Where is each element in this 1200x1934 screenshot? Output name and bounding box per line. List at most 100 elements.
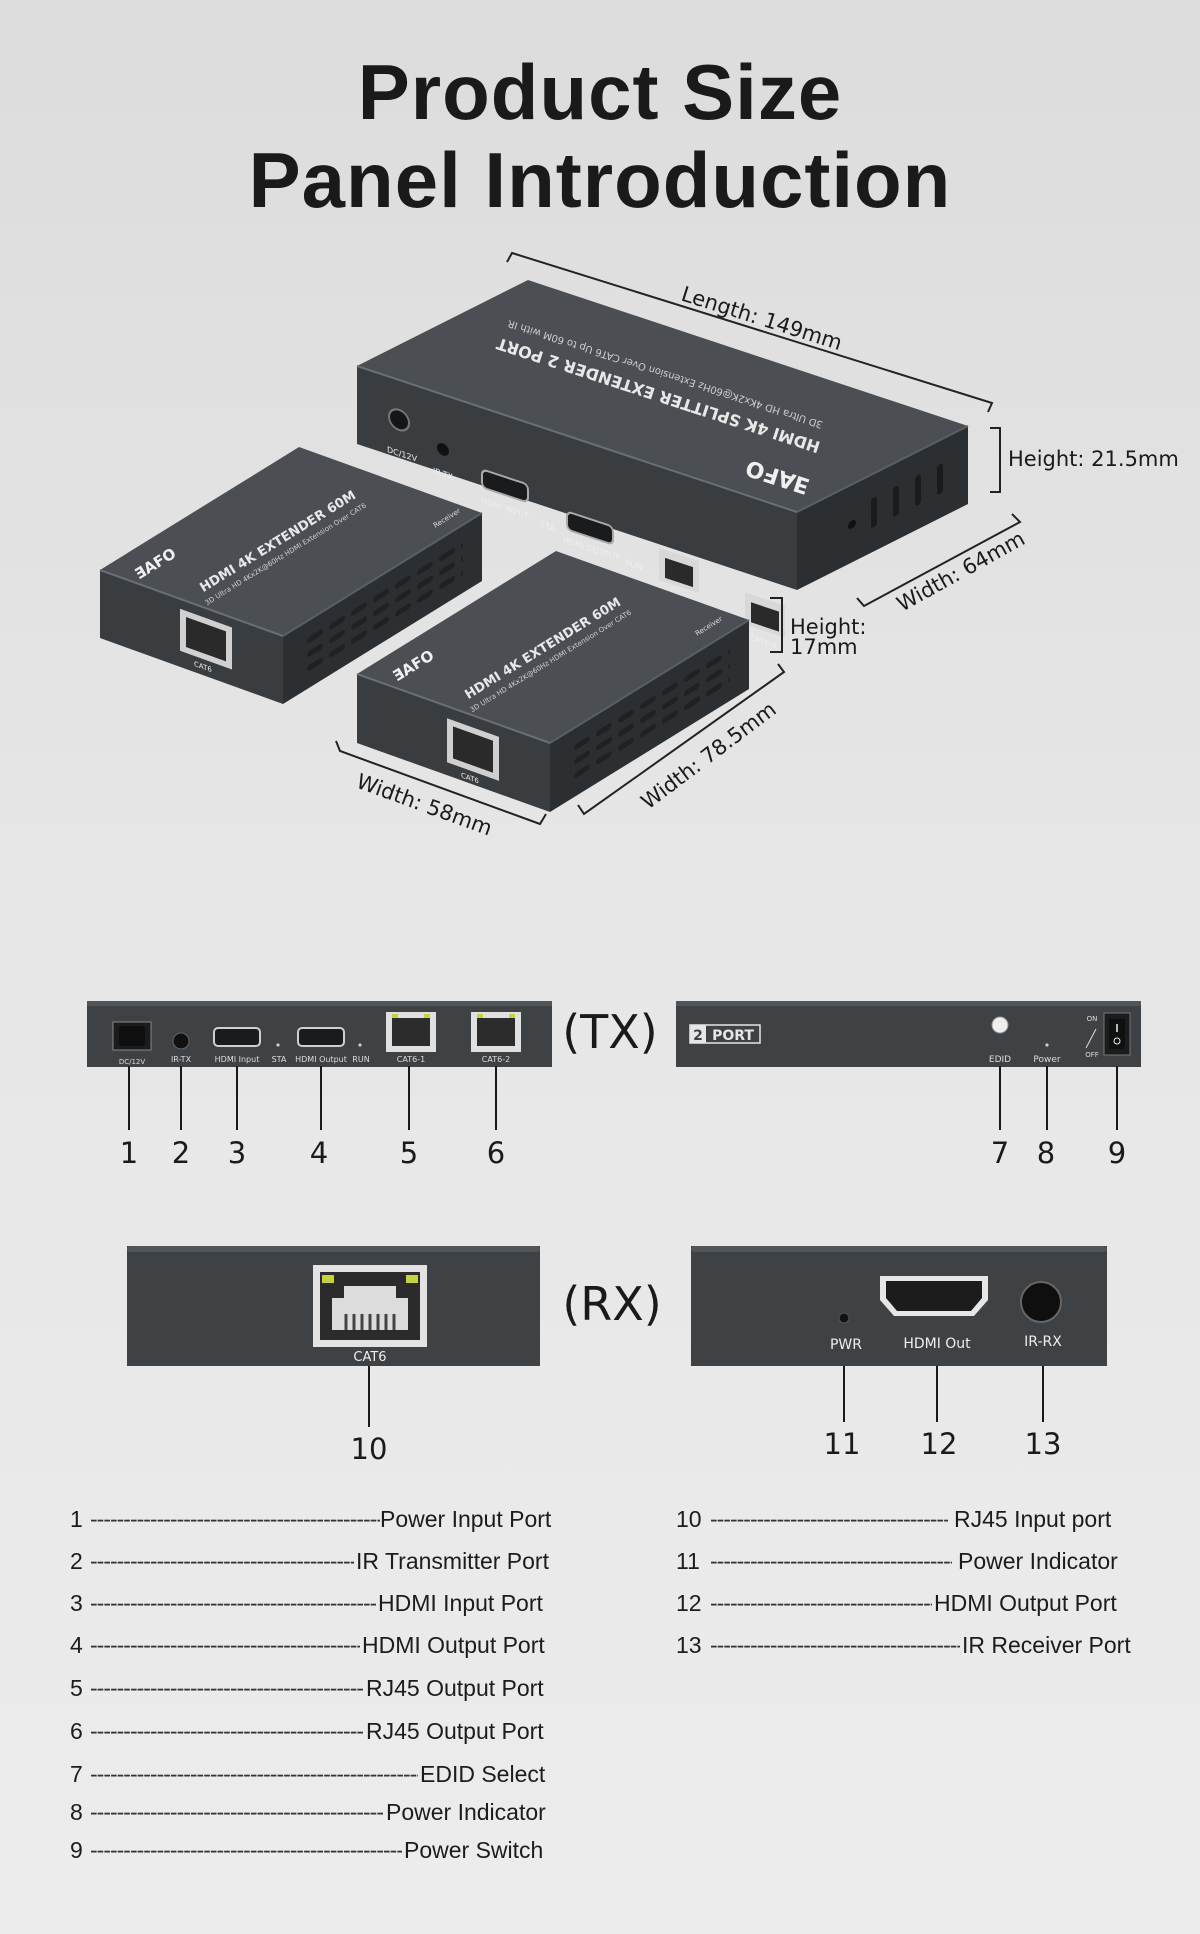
callout-12: 12 xyxy=(921,1427,958,1461)
legend-label: HDMI Output Port xyxy=(362,1632,545,1658)
dc-power-port[interactable] xyxy=(119,1026,145,1046)
legend-leader: ----------------------------------------… xyxy=(90,1761,418,1787)
tx-front-irtx-label: IR-TX xyxy=(171,1055,192,1064)
legend-label: RJ45 Input port xyxy=(954,1506,1112,1532)
power-label: Power xyxy=(1033,1055,1061,1065)
legend-num: 9 xyxy=(70,1837,83,1863)
legend-row: 4---------------------------------------… xyxy=(70,1632,560,1662)
callout-7: 7 xyxy=(991,1136,1009,1170)
rx-device-b: HDMI 4K EXTENDER 60M 3D Ultra HD 4Kx2K@6… xyxy=(356,551,750,812)
tx-height-label: Height: 21.5mm xyxy=(1008,447,1179,471)
sta-led xyxy=(276,1043,280,1047)
tx-back-callout-lines xyxy=(999,1066,1118,1130)
rx-dimension-lines xyxy=(335,597,786,826)
tx-front-hdmi-in-label: HDMI Input xyxy=(215,1055,260,1064)
legend-row: 11 --------------------------------------… xyxy=(676,1548,1136,1578)
tx-iso-cat2: CAT6-2 xyxy=(749,632,777,651)
legend-row: 13 --------------------------------------… xyxy=(676,1632,1136,1662)
callout-4: 4 xyxy=(310,1136,328,1170)
legend-leader: ----------------------------------------… xyxy=(710,1590,932,1616)
legend-num: 11 xyxy=(676,1548,700,1574)
tx-width-label: Width: 64mm xyxy=(893,526,1029,616)
port-badge-num: 2 xyxy=(693,1028,703,1044)
legend-leader: ----------------------------------------… xyxy=(90,1718,364,1744)
tx-front-hdmi-out-label: HDMI Output xyxy=(295,1055,347,1064)
product-illustration: HDMI 4K SPLITTER EXTENDER 2 PORT 3D Ultr… xyxy=(99,251,1179,840)
legend-leader: ----------------------------------------… xyxy=(90,1548,354,1574)
rx-back-irrx-label: IR-RX xyxy=(1024,1334,1062,1350)
legend-num: 10 xyxy=(676,1506,702,1532)
legend-row: 2---------------------------------------… xyxy=(70,1548,560,1578)
legend-row: 7 ---------------------------------------… xyxy=(70,1761,560,1791)
tx-front-panel: DC/12V IR-TX HDMI Input STA HDMI Output … xyxy=(87,1001,552,1067)
legend-row: 5 ---------------------------------------… xyxy=(70,1675,560,1705)
legend-leader: ----------------------------------------… xyxy=(90,1837,402,1863)
legend-leader: ----------------------------------------… xyxy=(90,1799,384,1825)
rx-front-panel: CAT6 xyxy=(127,1246,540,1366)
legend-label: RJ45 Output Port xyxy=(366,1718,544,1744)
run-led xyxy=(358,1043,362,1047)
legend-leader: ----------------------------------------… xyxy=(90,1675,364,1701)
tx-front-callout-lines xyxy=(128,1066,497,1130)
pwr-led xyxy=(838,1312,850,1324)
ir-rx-port[interactable] xyxy=(1020,1281,1062,1323)
legend-row: 6 ---------------------------------------… xyxy=(70,1718,560,1748)
callout-1: 1 xyxy=(120,1136,138,1170)
rx-back-callout-lines xyxy=(843,1366,1044,1422)
tx-back-panel: 2 PORT EDID Power ON OFF xyxy=(676,1001,1141,1067)
legend-row: 3 ---------------------------------------… xyxy=(70,1590,560,1620)
callout-9: 9 xyxy=(1108,1136,1126,1170)
legend-num: 13 xyxy=(676,1632,702,1658)
legend-num: 7 xyxy=(70,1761,83,1787)
power-led xyxy=(1045,1043,1049,1047)
edid-button[interactable] xyxy=(991,1016,1009,1034)
callout-10: 10 xyxy=(351,1432,388,1466)
legend-label: Power Input Port xyxy=(380,1506,552,1532)
legend-row: 8 ---------------------------------------… xyxy=(70,1799,560,1829)
ir-tx-port[interactable] xyxy=(172,1032,190,1050)
page-title-line1: Product Size xyxy=(357,48,843,136)
rx-height-label-2: 17mm xyxy=(790,635,858,659)
hdmi-input-port[interactable] xyxy=(213,1027,261,1047)
switch-off-label: OFF xyxy=(1085,1051,1099,1059)
tx-front-cat2-label: CAT6-2 xyxy=(482,1055,510,1064)
legend-row: 10--------------------------------------… xyxy=(676,1506,1136,1536)
legend-label: RJ45 Output Port xyxy=(366,1675,544,1701)
callout-2: 2 xyxy=(172,1136,190,1170)
tx-front-cat1-label: CAT6-1 xyxy=(397,1055,425,1064)
legend-label: Power Indicator xyxy=(958,1548,1118,1574)
legend-leader: ----------------------------------------… xyxy=(90,1632,360,1658)
legend-num: 6 xyxy=(70,1718,83,1744)
tx-iso-run: RUN xyxy=(625,557,642,572)
callout-6: 6 xyxy=(487,1136,505,1170)
rx-back-pwr-label: PWR xyxy=(830,1337,862,1353)
legend-label: HDMI Input Port xyxy=(378,1590,543,1616)
rx-back-panel: PWR HDMI Out IR-RX xyxy=(691,1246,1107,1366)
legend-row: 1---------------------------------------… xyxy=(70,1506,560,1536)
callout-5: 5 xyxy=(400,1136,418,1170)
rx-back-hdmi-label: HDMI Out xyxy=(903,1336,971,1352)
tx-section-label: (TX) xyxy=(562,1005,658,1059)
legend-num: 3 xyxy=(70,1590,83,1616)
tx-front-dc-label: DC/12V xyxy=(119,1058,146,1066)
tx-dimension-lines xyxy=(506,251,1022,608)
legend-label: IR Receiver Port xyxy=(962,1632,1131,1658)
tx-front-run-label: RUN xyxy=(352,1055,369,1064)
legend-row: 9 ---------------------------------------… xyxy=(70,1837,560,1867)
legend-num: 8 xyxy=(70,1799,83,1825)
legend-label: IR Transmitter Port xyxy=(356,1548,549,1574)
legend-num: 12 xyxy=(676,1590,702,1616)
rx-height-label-1: Height: xyxy=(790,615,867,639)
legend-num: 1 xyxy=(70,1506,83,1532)
legend-label: HDMI Output Port xyxy=(934,1590,1117,1616)
legend-label: Power Indicator xyxy=(386,1799,546,1825)
hdmi-output-port[interactable] xyxy=(297,1027,345,1047)
legend-leader: ----------------------------------------… xyxy=(90,1590,376,1616)
legend-leader: ----------------------------------------… xyxy=(710,1632,960,1658)
legend-leader: ----------------------------------------… xyxy=(710,1548,952,1574)
legend-num: 5 xyxy=(70,1675,83,1701)
callout-8: 8 xyxy=(1037,1136,1055,1170)
legend-right: 10 --------------------------------------… xyxy=(676,1506,1136,1666)
rx-panels: CAT6 10 (RX) PWR HDMI Out IR-RX 11 12 13 xyxy=(127,1246,1107,1466)
tx-front-sta-label: STA xyxy=(272,1055,287,1064)
